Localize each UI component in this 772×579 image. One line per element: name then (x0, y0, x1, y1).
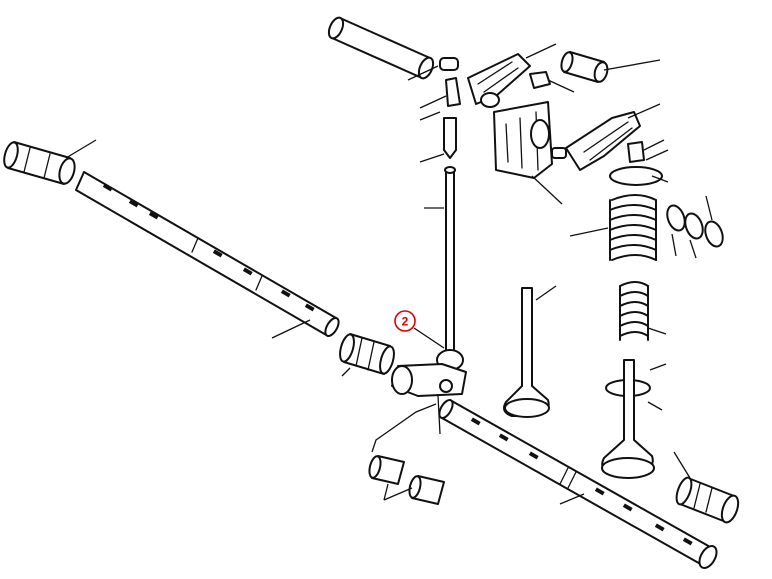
small-nut (525, 43, 575, 93)
right-rocker-arm (551, 103, 661, 171)
lower-rocker-follower (391, 349, 467, 435)
shaft-bushing-top-left (3, 141, 76, 185)
upper-rocker-arm (407, 53, 531, 121)
rocker-bushing-top-right (560, 51, 661, 83)
outer-valve-spring (569, 194, 657, 261)
valve-intake (503, 285, 557, 418)
seal-rings (666, 195, 724, 259)
rocker-pedestal (493, 101, 563, 205)
shaft-bushing-mid (339, 333, 395, 377)
callout-2[interactable]: 2 (394, 310, 445, 349)
upper-shaft-segment (327, 16, 435, 80)
pushrod (419, 117, 457, 353)
loose-bushings (368, 403, 445, 505)
right-rocker-shaft (438, 398, 718, 569)
spring-seat (605, 363, 667, 411)
valve-spring-cap (609, 139, 669, 186)
left-rocker-shaft (3, 139, 340, 339)
inner-valve-spring (619, 281, 667, 341)
callout-circle (394, 310, 416, 332)
valve-exhaust (601, 359, 655, 479)
shaft-bushing-bottom-right (673, 451, 740, 524)
callout-label: 2 (402, 315, 409, 329)
